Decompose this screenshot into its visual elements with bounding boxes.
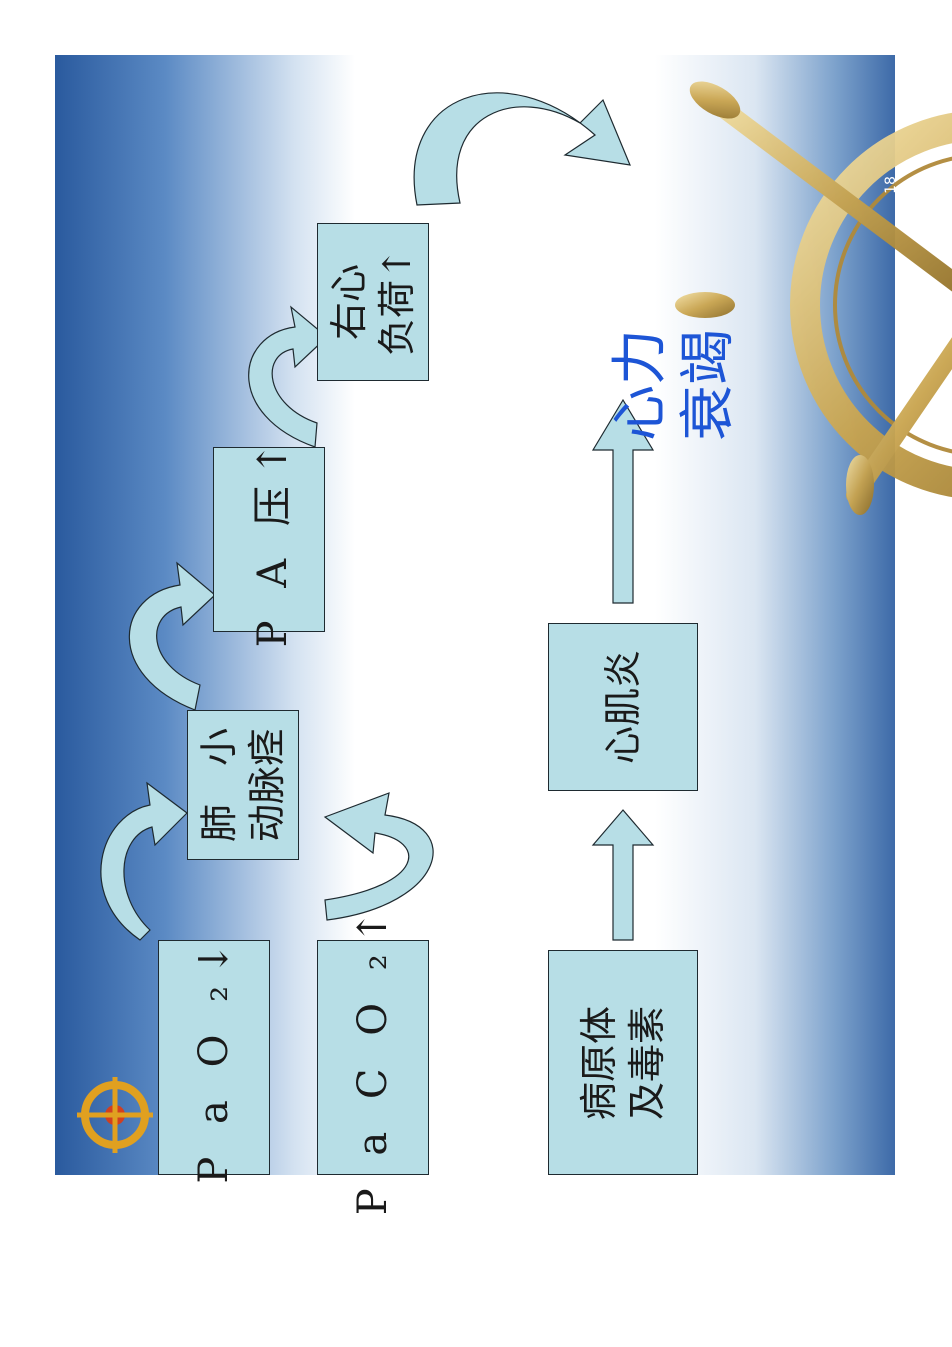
logo-icon [77, 1077, 153, 1153]
node-heart-failure: 心力 衰竭 [600, 305, 750, 465]
slide: P a O ₂↓ P a C O ₂↑ 肺 小 动脉痉 P A 压↑ 右心 负荷… [55, 55, 952, 1215]
node-heart-failure-line2: 衰竭 [676, 329, 741, 441]
node-embolism-line2: 动脉痉 [245, 727, 289, 843]
curved-arrow-pao2-to-embolism [100, 781, 188, 941]
node-pao2: P a O ₂↓ [158, 932, 270, 1183]
node-myocarditis-label: 心肌炎 [601, 649, 645, 765]
node-pa-pressure: P A 压↑ [213, 432, 325, 647]
curved-arrow-embolism-to-pa [128, 561, 216, 711]
node-embolism-line1: 肺 小 [197, 727, 241, 843]
page-number: 18 [882, 176, 899, 194]
node-right-heart-line1: 右心 [327, 264, 371, 341]
ship-wheel-icon [675, 81, 952, 515]
node-pathogen-line2: 及毒素 [625, 1005, 669, 1120]
straight-arrow-pathogen-to-myocarditis [591, 809, 655, 941]
decoration-layer [77, 81, 952, 1153]
node-heart-failure-line1: 心力 [608, 329, 673, 441]
node-embolism: 肺 小 动脉痉 [187, 710, 299, 860]
node-paco2-label: P a C O ₂↑ [350, 900, 396, 1215]
node-paco2: P a C O ₂↑ [317, 900, 429, 1215]
curved-arrow-pa-to-rightheart [248, 305, 328, 448]
straight-arrow-myocarditis-to-heartfailure [591, 398, 655, 604]
node-pa-pressure-label: P A 压↑ [250, 432, 296, 647]
node-right-heart: 右心 负荷↑ [317, 223, 429, 381]
node-right-heart-line2: 负荷↑ [375, 248, 419, 356]
curved-arrow-paco2-to-embolism [323, 792, 434, 921]
curved-arrow-rightheart-to-heartfailure [413, 92, 631, 206]
node-pathogen: 病原体 及毒素 [548, 950, 698, 1175]
node-pao2-label: P a O ₂↓ [191, 931, 237, 1184]
node-myocarditis: 心肌炎 [548, 623, 698, 791]
node-pathogen-line1: 病原体 [577, 1005, 621, 1120]
